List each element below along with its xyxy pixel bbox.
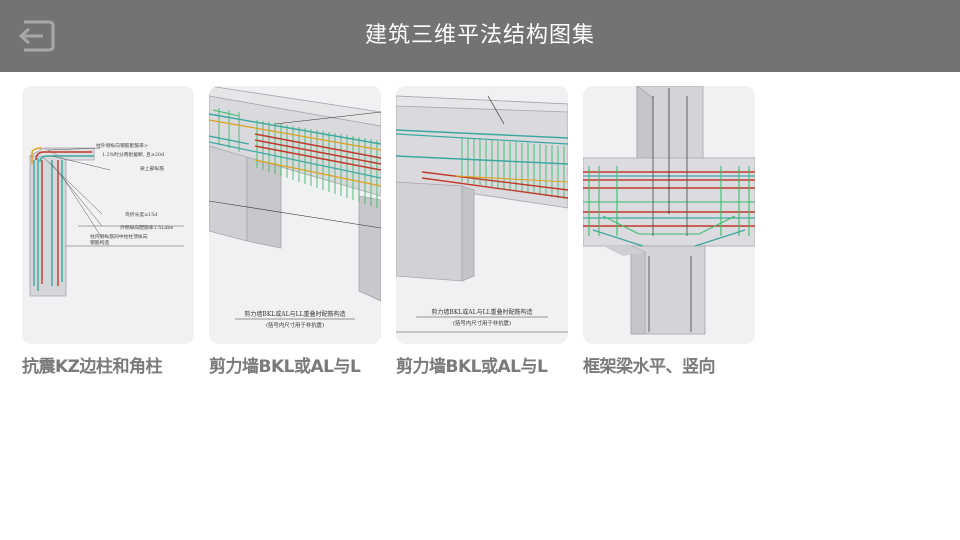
card-title[interactable]: 抗震KZ边柱和角柱: [22, 357, 163, 377]
drawing-subcaption: (括号内尺寸用于非抗震): [266, 321, 324, 329]
atlas-card[interactable]: 柱外侧纵向钢筋配筋率> 1.2%时分两批截断, 且≥20d 梁上部纵筋 弯折长度…: [22, 86, 194, 377]
page-title: 建筑三维平法结构图集: [364, 23, 595, 48]
drawing-caption: 剪力墙BKL或AL与LL重叠时配筋构造: [431, 308, 532, 316]
annotation-text: 柱内侧纵筋同中柱柱顶纵向: [90, 233, 148, 240]
drawing-caption: 剪力墙BKL或AL与LL重叠时配筋构造: [244, 310, 345, 318]
drawing-subcaption: (括号内尺寸用于非抗震): [453, 319, 511, 327]
annotation-text: 柱外侧纵向钢筋配筋率>: [96, 142, 148, 149]
card-thumbnail[interactable]: 剪力墙BKL或AL与LL重叠时配筋构造 (括号内尺寸用于非抗震): [209, 86, 381, 344]
annotation-text: 外侧纵向配筋率1.5Labe: [120, 224, 173, 231]
annotation-text: 梁上部纵筋: [140, 165, 164, 172]
card-title[interactable]: 剪力墙BKL或AL与L: [209, 357, 361, 377]
annotation-text: 1.2%时分两批截断, 且≥20d: [102, 151, 164, 158]
card-title[interactable]: 剪力墙BKL或AL与L: [396, 357, 548, 377]
annotation-text: 弯折长度≥15d: [125, 211, 157, 218]
atlas-card[interactable]: 剪力墙BKL或AL与LL重叠时配筋构造 (括号内尺寸用于非抗震) 剪力墙BKL或…: [209, 86, 381, 377]
card-thumbnail[interactable]: 柱外侧纵向钢筋配筋率> 1.2%时分两批截断, 且≥20d 梁上部纵筋 弯折长度…: [22, 86, 194, 344]
atlas-card[interactable]: 框架梁水平、竖向: [583, 86, 755, 377]
app-header: 建筑三维平法结构图集: [0, 0, 960, 72]
annotation-text: 钢筋构造: [90, 239, 109, 246]
card-thumbnail[interactable]: 剪力墙BKL或AL与LL重叠时配筋构造 (括号内尺寸用于非抗震): [396, 86, 568, 344]
card-thumbnail[interactable]: [583, 86, 755, 344]
atlas-card[interactable]: 剪力墙BKL或AL与LL重叠时配筋构造 (括号内尺寸用于非抗震) 剪力墙BKL或…: [396, 86, 568, 377]
card-title[interactable]: 框架梁水平、竖向: [583, 357, 716, 377]
exit-arrow-icon[interactable]: [16, 20, 56, 52]
